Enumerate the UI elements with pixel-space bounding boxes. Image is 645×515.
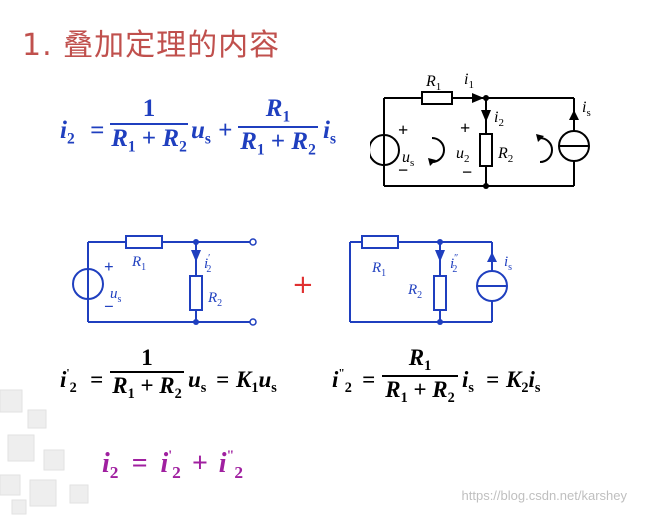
current-source-icon: [476, 252, 508, 302]
main-eq-plus: +: [218, 117, 233, 144]
label-us: us: [110, 286, 122, 305]
left-circuit-diagram: R1 i′2 R2 us + −: [72, 235, 257, 326]
main-equation: i2 = 1 R1 + R2 us + R1 R1 + R2 is: [60, 95, 370, 175]
label-i2-double-prime: i″2: [450, 253, 458, 275]
label-is: is: [504, 254, 512, 273]
resistor-r1-icon: [421, 91, 453, 105]
current-i2-arrow-icon: [481, 110, 491, 122]
current-source-equation: i"2 = R1 R1 + R2 is = K2is: [332, 345, 592, 425]
voltage-source-icon: [72, 268, 104, 300]
us-plus-sign: +: [398, 120, 408, 140]
label-r1: R1: [371, 260, 386, 279]
label-r1: R1: [131, 254, 146, 273]
label-us: us: [402, 149, 414, 169]
eq-left-fraction: 1 R1 + R2: [110, 345, 184, 403]
resistor-r2-icon: [433, 275, 447, 311]
loop-arrow-right-icon: [539, 137, 553, 163]
label-i2: i2: [494, 109, 504, 129]
us-minus-sign: −: [104, 297, 114, 316]
current-i2-double-prime-arrow-icon: [435, 250, 445, 262]
watermark: https://blog.csdn.net/karshey: [461, 488, 627, 503]
eq-right-is: is: [462, 367, 474, 396]
voltage-source-equation: i'2 = 1 R1 + R2 us = K1us: [60, 345, 330, 425]
label-r1: R1: [425, 73, 441, 93]
eq-left-lhs: i'2: [60, 367, 77, 396]
resistor-r2-icon: [189, 275, 203, 311]
label-i1: i1: [464, 71, 474, 91]
label-u2: u2: [456, 145, 470, 165]
eq-right-equals-2: =: [486, 367, 500, 392]
eq-left-us: us: [188, 367, 207, 396]
superposition-sum-equation: i2 = i'2 + i"2: [102, 448, 244, 483]
label-r2: R2: [407, 282, 422, 301]
current-i2-prime-arrow-icon: [191, 250, 201, 262]
terminal-bottom-icon: [249, 318, 257, 326]
right-circuit-diagram: R1 R2 i″2 is: [349, 235, 512, 325]
label-i2-prime: i′2: [204, 253, 211, 275]
main-eq-fraction-2: R1 R1 + R2: [238, 95, 318, 160]
eq-left-equals: =: [90, 367, 104, 392]
eq-right-lhs: i"2: [332, 367, 352, 396]
u2-plus-sign: +: [460, 118, 470, 138]
eq-right-fraction: R1 R1 + R2: [382, 345, 458, 407]
resistor-r2-icon: [479, 133, 493, 167]
current-source-icon: [558, 110, 590, 162]
label-r2: R2: [497, 145, 513, 165]
eq-right-equals: =: [362, 367, 376, 392]
main-eq-fraction-1: 1 R1 + R2: [110, 95, 188, 156]
label-r2: R2: [207, 290, 222, 309]
label-is: is: [582, 99, 591, 119]
page-title: 1. 叠加定理的内容: [22, 28, 281, 63]
eq-left-k1us: K1us: [236, 367, 277, 396]
voltage-source-icon: [370, 134, 400, 166]
main-eq-is: is: [323, 117, 336, 148]
resistor-r1-icon: [361, 235, 399, 249]
loop-arrow-left-icon: [431, 137, 445, 163]
us-minus-sign: −: [398, 160, 408, 180]
terminal-top-icon: [249, 238, 257, 246]
circuits-plus-sign: +: [292, 270, 314, 300]
main-eq-equals: =: [90, 117, 105, 144]
main-eq-lhs: i2: [60, 117, 75, 148]
us-plus-sign: +: [104, 257, 114, 276]
decorative-grid: [0, 389, 89, 515]
u2-minus-sign: −: [462, 162, 472, 182]
main-circuit-diagram: R1 i1 i2 is us u2 R2 + − + −: [370, 71, 591, 189]
resistor-r1-icon: [125, 235, 163, 249]
main-eq-us: us: [191, 117, 211, 148]
eq-left-equals-2: =: [216, 367, 230, 392]
eq-right-k2is: K2is: [506, 367, 541, 396]
current-i1-arrow-icon: [472, 93, 484, 103]
